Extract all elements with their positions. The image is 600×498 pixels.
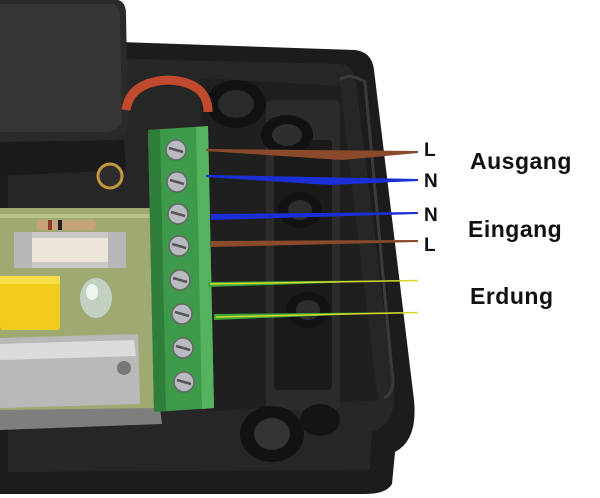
terminal-screw <box>171 303 193 325</box>
terminal-screw <box>172 337 194 359</box>
wire-input-n <box>211 212 419 221</box>
terminal-screw <box>167 203 189 225</box>
wire-earth-1 <box>208 279 419 287</box>
label-erdung: Erdung <box>470 283 554 309</box>
terminal-block <box>148 126 214 412</box>
wire-earth-2 <box>214 311 419 320</box>
label-input-n: N <box>424 205 438 226</box>
label-input-l: L <box>424 235 436 256</box>
terminal-screw <box>165 139 187 161</box>
terminal-screw <box>169 269 191 291</box>
wire-output-l <box>205 149 419 161</box>
heat-sink <box>0 334 162 430</box>
terminal-screw <box>173 371 195 393</box>
label-eingang: Eingang <box>468 216 563 242</box>
label-output-n: N <box>424 171 438 192</box>
terminal-screw <box>168 235 190 257</box>
led <box>80 278 112 318</box>
wire-output-n <box>205 175 419 186</box>
label-output-l: L <box>424 140 436 161</box>
fuse <box>14 220 126 268</box>
wire-input-l <box>211 240 419 248</box>
label-ausgang: Ausgang <box>470 148 572 174</box>
capacitor <box>0 276 60 330</box>
terminal-screw <box>166 171 188 193</box>
push-button <box>0 0 213 190</box>
